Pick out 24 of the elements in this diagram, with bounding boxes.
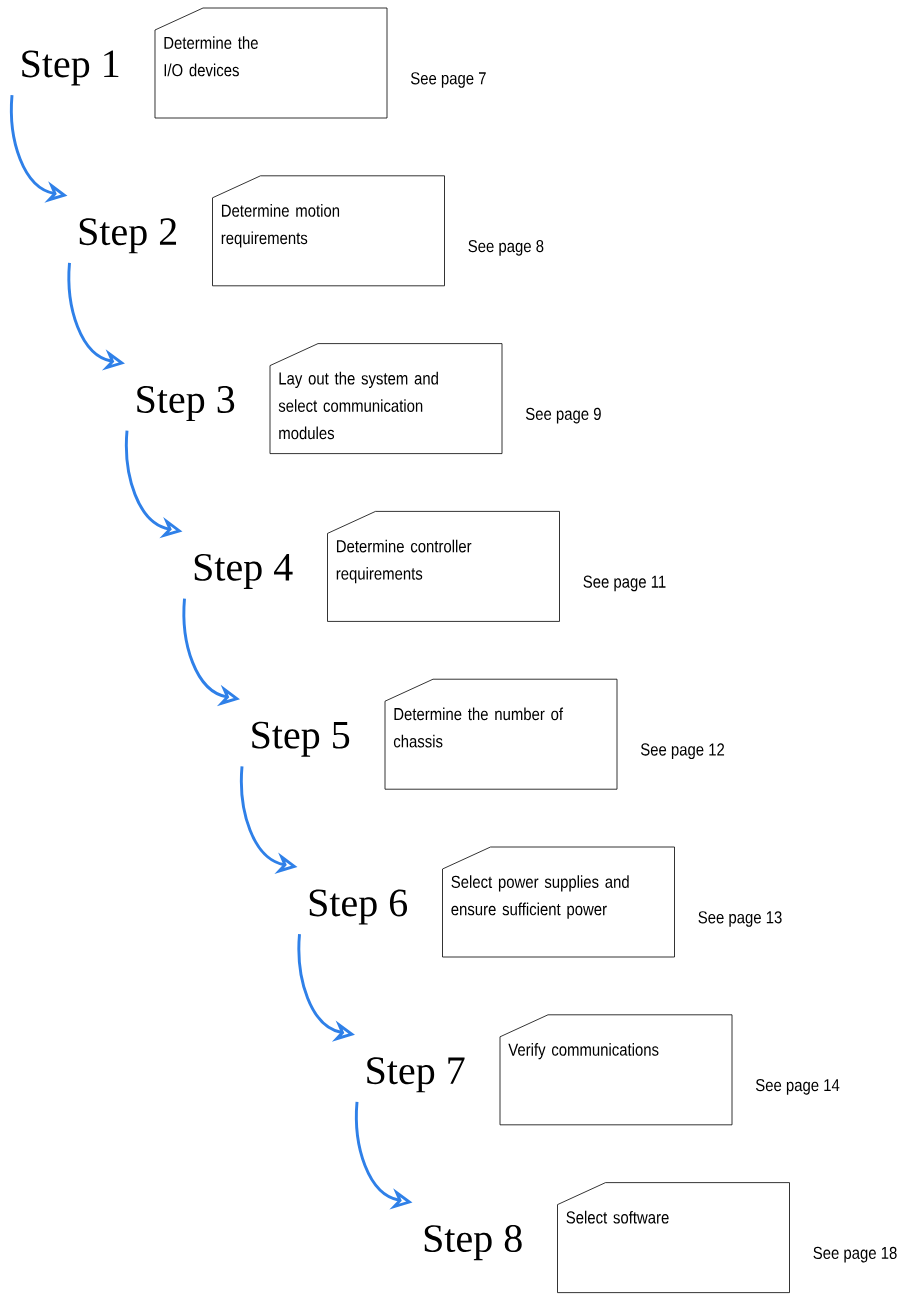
page-reference: See page 18 xyxy=(813,1246,897,1263)
step-label: Step 2 xyxy=(79,218,176,254)
step-label: Step 7 xyxy=(367,1057,465,1093)
step-label: Step 4 xyxy=(194,553,293,589)
page-reference: See page 11 xyxy=(583,575,666,592)
page-reference: See page 9 xyxy=(525,407,601,424)
step-box: Select software xyxy=(557,1182,790,1293)
step-box: Determine controller requirements xyxy=(327,511,560,622)
page-reference: See page 12 xyxy=(640,743,725,760)
step-label: Step 3 xyxy=(137,386,235,422)
page-reference: See page 8 xyxy=(468,239,544,256)
step-box: Verify communications xyxy=(499,1014,733,1126)
page-reference: See page 13 xyxy=(698,911,782,927)
step-box: Determine the number of chassis xyxy=(384,678,618,790)
step-label: Step 1 xyxy=(22,50,119,86)
page-reference: See page 7 xyxy=(410,72,486,88)
step-label: Step 5 xyxy=(252,721,350,757)
step-label: Step 8 xyxy=(424,1225,522,1261)
step-box: Select power supplies and ensure sufficient power xyxy=(442,846,675,958)
page-reference: See page 14 xyxy=(755,1078,840,1095)
step-box: Lay out the system and select communication modules xyxy=(269,343,503,454)
step-box: Determine the I/O devices xyxy=(154,7,388,119)
step-box: Determine motion requirements xyxy=(212,175,445,287)
step-label: Step 6 xyxy=(309,889,408,925)
